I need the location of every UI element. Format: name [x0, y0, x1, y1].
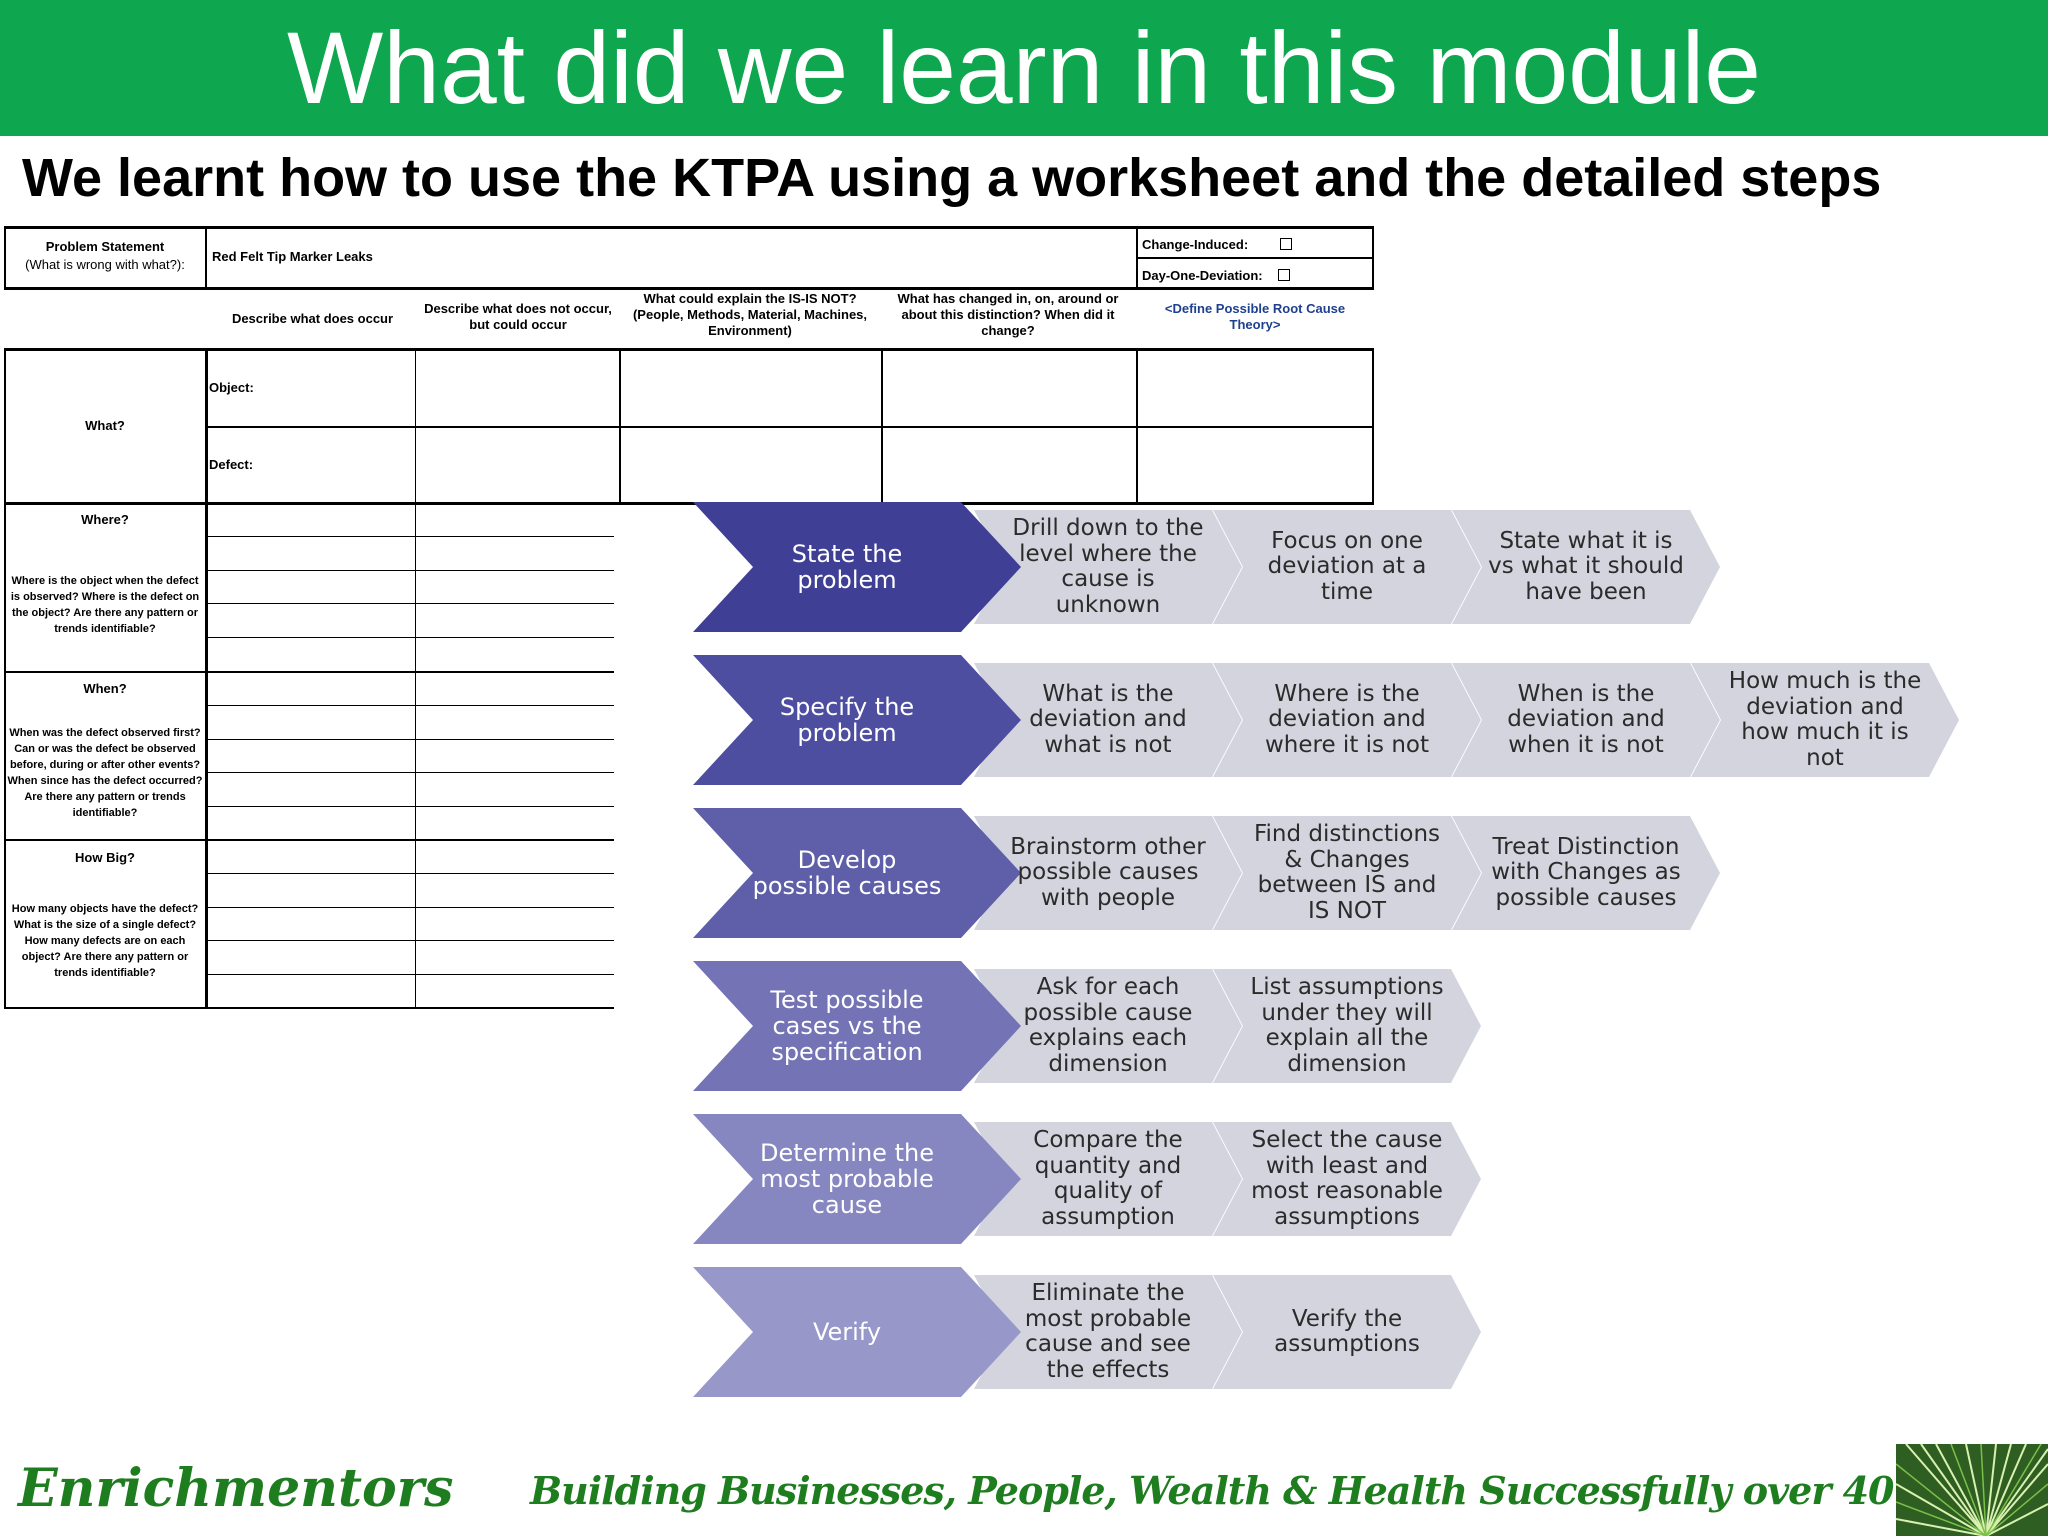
problem-statement-sublabel: (What is wrong with what?):: [25, 257, 185, 272]
step-chevron: [693, 502, 1021, 632]
substep-chevron: [1213, 1275, 1481, 1389]
day-one-label: Day-One-Deviation:: [1142, 268, 1263, 283]
step-label: Specify the problem: [779, 693, 915, 747]
change-induced-label: Change-Induced:: [1142, 237, 1249, 252]
substep-label: Select the cause with least and most rea…: [1251, 1127, 1443, 1230]
col-header-root-cause: <Define Possible Root Cause Theory>: [1164, 301, 1346, 332]
substep-label: Treat Distinction with Changes as possib…: [1491, 833, 1681, 911]
object-label: Object:: [209, 380, 254, 395]
col-header-changed: What has changed in, on, around or about…: [897, 291, 1119, 338]
defect-label: Defect:: [209, 457, 254, 472]
what-label: What?: [85, 418, 125, 433]
where-description: Where is the object when the defect is o…: [10, 575, 200, 635]
step-chevron: [693, 961, 1021, 1091]
substep-chevron: [974, 1122, 1242, 1236]
substep-chevron: [974, 816, 1242, 930]
substep-label: What is the deviation and what is not: [1029, 680, 1187, 758]
how-big-description: How many objects have the defect? What i…: [11, 903, 199, 979]
substep-label: Ask for each possible cause explains eac…: [1023, 974, 1193, 1077]
step-label: Develop possible causes: [752, 846, 942, 900]
col-header-does-occur: Describe what does occur: [231, 311, 394, 326]
when-label: When?: [83, 681, 127, 696]
substep-chevron: [974, 1275, 1242, 1389]
substep-label: Verify the assumptions: [1274, 1305, 1420, 1357]
day-one-row: Day-One-Deviation:: [1142, 268, 1372, 284]
substep-chevron: [1452, 510, 1720, 624]
brand-name: Enrichmentors: [18, 1458, 454, 1519]
substep-chevron: [974, 969, 1242, 1083]
substep-label: When is the deviation and when it is not: [1507, 680, 1665, 758]
step-chevron: [693, 1267, 1021, 1397]
substep-chevron: [1213, 510, 1481, 624]
pine-logo: [1896, 1444, 2048, 1536]
substep-chevron: [1691, 663, 1959, 777]
substep-label: Compare the quantity and quality of assu…: [1033, 1127, 1183, 1230]
when-description: When was the defect observed first? Can …: [7, 727, 203, 819]
col-header-explain: What could explain the IS-IS NOT? (Peopl…: [632, 291, 868, 338]
substep-label: List assumptions under they will explain…: [1250, 974, 1444, 1077]
substep-chevron: [1452, 663, 1720, 777]
substep-label: Focus on one deviation at a time: [1267, 527, 1427, 605]
brand-tagline: Building Businesses, People, Wealth & He…: [530, 1468, 2014, 1513]
step-label: Test possible cases vs the specification: [770, 986, 924, 1066]
substep-chevron: [1213, 663, 1481, 777]
day-one-checkbox[interactable]: [1278, 269, 1291, 281]
step-label: State the problem: [791, 540, 903, 594]
substep-chevron: [974, 663, 1242, 777]
step-chevron: [693, 808, 1021, 938]
step-chevron: [693, 655, 1021, 785]
change-induced-row: Change-Induced:: [1142, 237, 1372, 253]
page-subtitle: We learnt how to use the KTPA using a wo…: [22, 148, 1882, 208]
substep-label: Drill down to the level where the cause …: [1012, 515, 1204, 618]
step-chevron: [693, 1114, 1021, 1244]
substep-chevron: [974, 510, 1242, 624]
col-header-does-not-occur: Describe what does not occur, but could …: [424, 301, 612, 332]
substep-label: Eliminate the most probable cause and se…: [1024, 1280, 1192, 1383]
change-induced-checkbox[interactable]: [1279, 238, 1292, 250]
step-label: Verify: [812, 1318, 882, 1346]
substep-chevron: [1213, 816, 1481, 930]
problem-statement-value: Red Felt Tip Marker Leaks: [212, 249, 373, 264]
step-label: Determine the most probable cause: [760, 1139, 934, 1219]
page-title: What did we learn in this module: [286, 11, 1762, 125]
substep-label: Find distinctions & Changes between IS a…: [1253, 821, 1441, 924]
substep-chevron: [1452, 816, 1720, 930]
substep-chevron: [1213, 1122, 1481, 1236]
problem-statement-label: Problem Statement: [45, 239, 165, 254]
substep-label: How much is the deviation and how much i…: [1728, 668, 1922, 771]
where-label: Where?: [81, 512, 129, 527]
substep-label: Brainstorm other possible causes with pe…: [1010, 833, 1206, 911]
substep-label: State what it is vs what it should have …: [1488, 527, 1684, 605]
substep-chevron: [1213, 969, 1481, 1083]
substep-label: Where is the deviation and where it is n…: [1264, 680, 1430, 758]
title-banner: What did we learn in this module: [0, 0, 2048, 136]
how-big-label: How Big?: [75, 850, 135, 865]
